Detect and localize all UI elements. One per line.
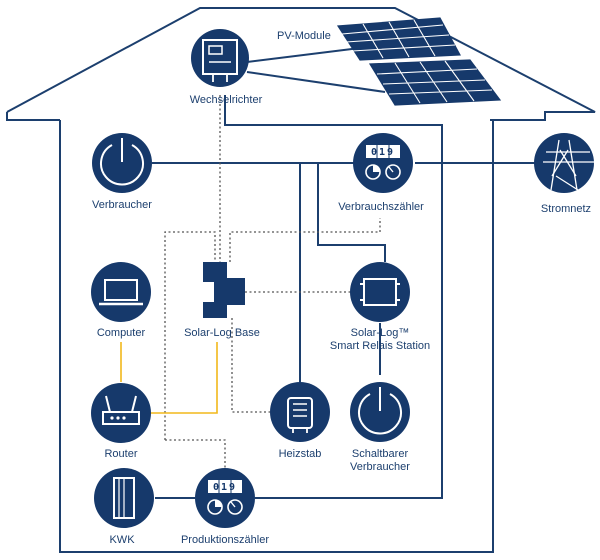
switchable-label-line2: Verbraucher xyxy=(350,461,410,473)
consumption-meter-digits: 019 xyxy=(371,147,395,158)
inverter-label: Wechselrichter xyxy=(190,94,263,106)
computer-label: Computer xyxy=(97,327,146,339)
data-lines xyxy=(164,95,381,468)
grid-label: Stromnetz xyxy=(541,203,591,215)
pv-modules xyxy=(336,17,502,106)
house-outline xyxy=(6,7,596,553)
router-icon xyxy=(91,383,151,443)
consumer-label: Verbraucher xyxy=(92,199,152,211)
chp-icon xyxy=(94,468,154,528)
heater-label: Heizstab xyxy=(279,448,322,460)
solarlog-base-label: Solar-Log Base xyxy=(184,327,260,339)
smart-relais-icon xyxy=(350,262,410,322)
chp-label: KWK xyxy=(109,534,135,546)
network-lines xyxy=(120,342,218,414)
relais-label-line2: Smart Relais Station xyxy=(330,340,430,352)
computer-icon xyxy=(91,262,151,322)
production-meter-icon xyxy=(195,468,255,528)
power-lines xyxy=(152,47,535,499)
grid-pylon-icon xyxy=(534,133,594,193)
solarlog-base-icon xyxy=(203,262,245,318)
consumption-meter-label: Verbrauchszähler xyxy=(338,201,424,213)
pv-modules-label: PV-Module xyxy=(277,30,331,42)
production-meter-label: Produktionszähler xyxy=(181,534,269,546)
consumer-icon xyxy=(92,133,152,193)
production-meter-digits: 019 xyxy=(213,482,237,493)
router-label: Router xyxy=(104,448,137,460)
consumption-meter-icon xyxy=(353,133,413,193)
inverter-icon xyxy=(191,29,249,87)
switchable-label-line1: Schaltbarer xyxy=(352,448,409,460)
heater-icon xyxy=(270,382,330,442)
switchable-consumer-icon xyxy=(350,382,410,442)
relais-label-line1: Solar-Log™ xyxy=(351,327,410,339)
